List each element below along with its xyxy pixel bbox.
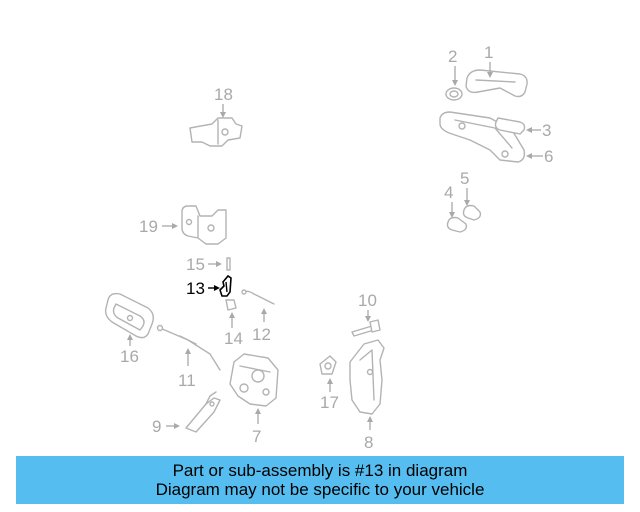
part-18-hinge[interactable]	[189, 117, 243, 147]
callout-5: 5	[460, 169, 469, 188]
callout-14: 14	[224, 329, 243, 348]
part-16-inside-handle[interactable]	[104, 292, 155, 339]
callout-3: 3	[542, 121, 551, 140]
part-5-cap[interactable]	[462, 204, 482, 221]
part-15-pin[interactable]	[226, 257, 231, 271]
callout-7: 7	[252, 427, 261, 446]
part-10-bolt[interactable]	[351, 319, 381, 337]
callout-1: 1	[484, 43, 493, 62]
callout-8: 8	[364, 433, 373, 452]
part-3-gasket[interactable]	[494, 117, 526, 135]
callout-12: 12	[252, 325, 271, 344]
part-13-clip[interactable]	[219, 274, 232, 297]
banner-line-1: Part or sub-assembly is #13 in diagram	[172, 461, 468, 480]
callout-16: 16	[120, 347, 139, 366]
part-info-banner: Part or sub-assembly is #13 in diagram D…	[16, 456, 624, 504]
part-9-lock-rod[interactable]	[185, 391, 221, 433]
callout-2: 2	[448, 47, 457, 66]
part-2-pad[interactable]	[445, 87, 463, 101]
part-11-cable[interactable]	[156, 324, 221, 371]
callout-17: 17	[320, 393, 339, 412]
part-1-outside-handle[interactable]	[465, 69, 528, 98]
part-19-hinge[interactable]	[181, 205, 227, 245]
part-8-guard-plate[interactable]	[349, 339, 385, 415]
callout-9: 9	[152, 417, 161, 436]
part-14-clip[interactable]	[225, 299, 237, 311]
callout-10: 10	[358, 291, 377, 310]
callout-15: 15	[186, 255, 205, 274]
callout-13: 13	[186, 279, 205, 298]
part-4-cap[interactable]	[446, 216, 468, 233]
parts-diagram: 1 2 6 3 4 5 18 19	[104, 43, 553, 452]
part-12-rod[interactable]	[241, 289, 275, 305]
callout-19: 19	[139, 217, 158, 236]
banner-line-2: Diagram may not be specific to your vehi…	[155, 480, 485, 499]
part-7-latch[interactable]	[229, 353, 279, 407]
callout-4: 4	[444, 183, 453, 202]
part-17-grommet[interactable]	[319, 355, 337, 375]
callout-11: 11	[178, 371, 196, 390]
part-6-handle-bracket[interactable]	[439, 111, 526, 163]
callout-6: 6	[544, 147, 553, 166]
callout-18: 18	[214, 85, 233, 104]
